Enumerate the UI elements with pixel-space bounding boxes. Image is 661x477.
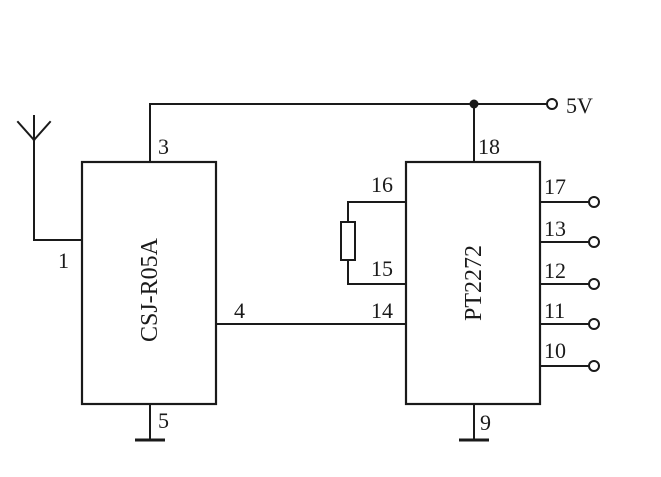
pin-label: 3 <box>158 134 169 159</box>
pin-label: 1 <box>58 248 69 273</box>
pin-label: 13 <box>544 216 566 241</box>
pin-label: 11 <box>544 298 565 323</box>
decoder-name: PT2272 <box>461 245 487 321</box>
pin-label: 9 <box>480 410 491 435</box>
pin-label: 14 <box>371 298 393 323</box>
power-label: 5V <box>566 93 593 118</box>
junction-dot <box>469 99 479 109</box>
pin-label: 15 <box>371 256 393 281</box>
pin-label: 5 <box>158 408 169 433</box>
output-terminals <box>539 196 600 372</box>
power-rail <box>149 98 558 163</box>
receiver-name: CSJ-R05A <box>137 237 163 342</box>
receiver-module <box>80 160 218 406</box>
ground-icon <box>459 403 489 442</box>
pin-label: 16 <box>371 172 393 197</box>
pin-label: 12 <box>544 258 566 283</box>
power-terminal <box>546 98 558 110</box>
resistor-icon <box>340 201 407 285</box>
pin-label: 4 <box>234 298 245 323</box>
pin-label: 18 <box>478 134 500 159</box>
pin-label: 10 <box>544 338 566 363</box>
pin-label: 17 <box>544 174 566 199</box>
ground-icon <box>135 403 165 442</box>
antenna-icon <box>16 115 83 241</box>
